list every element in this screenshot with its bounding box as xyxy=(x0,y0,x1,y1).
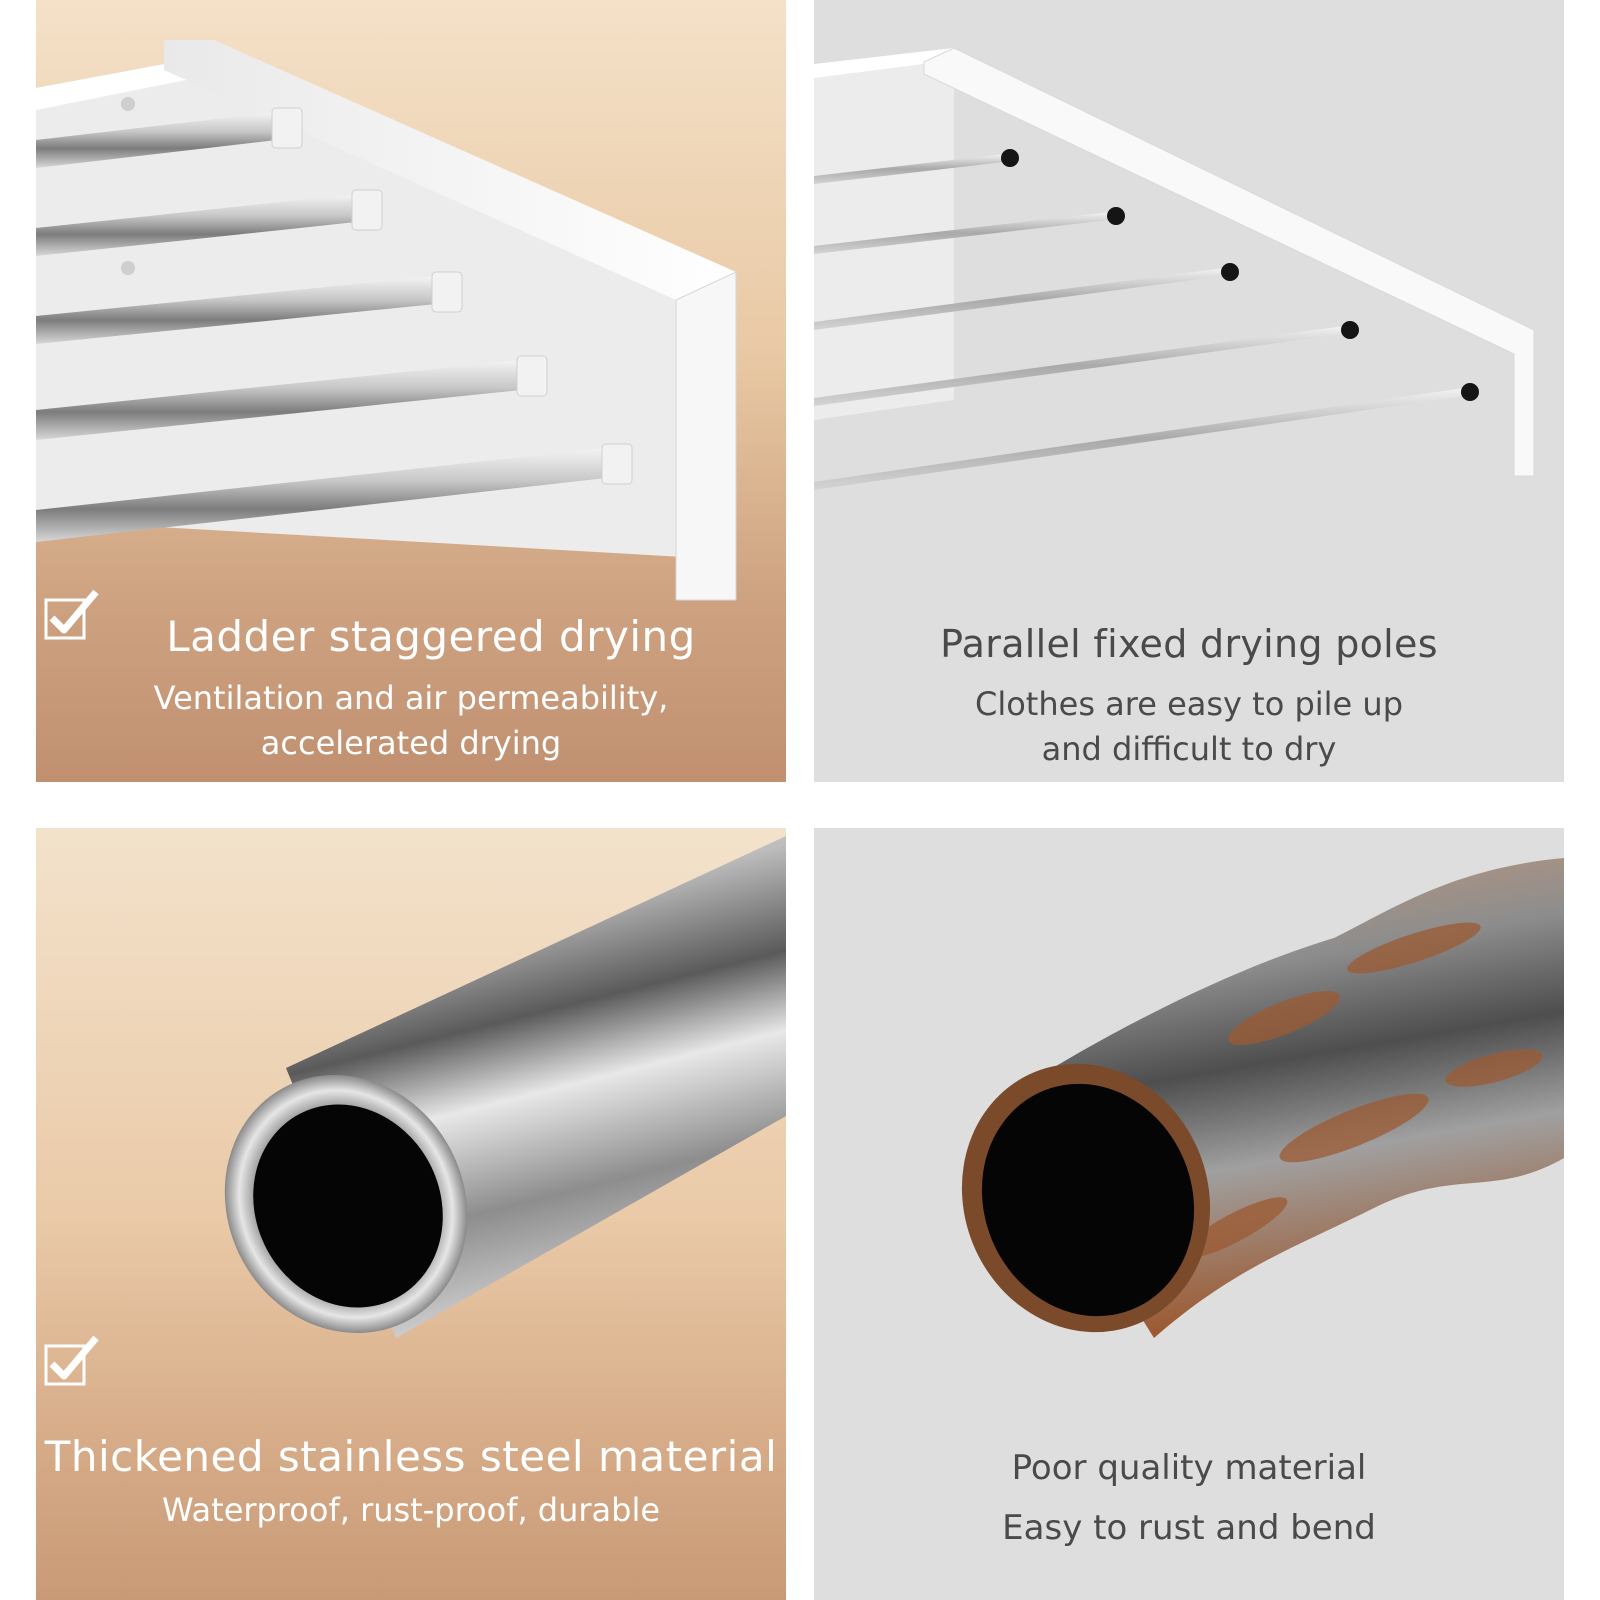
panel-poor-quality: Poor quality material Easy to rust and b… xyxy=(814,828,1564,1600)
checkbox-checked-icon xyxy=(44,589,99,640)
checkbox-checked-icon xyxy=(44,1335,99,1386)
panel-title: Ladder staggered drying xyxy=(166,612,696,661)
ladder-drying-rack-image xyxy=(36,40,737,601)
panel-stainless-steel: Thickened stainless steel material Water… xyxy=(36,828,786,1600)
panel-subtitle-line2: accelerated drying xyxy=(260,724,562,762)
rusty-tube-image xyxy=(961,858,1564,1338)
parallel-drying-rack-image xyxy=(814,47,1535,490)
panel-title: Thickened stainless steel material xyxy=(44,1432,778,1481)
panel-parallel-poles: Parallel fixed drying poles Clothes are … xyxy=(814,0,1564,782)
panel-title: Parallel fixed drying poles xyxy=(940,622,1438,666)
panel-subtitle: Easy to rust and bend xyxy=(1002,1508,1376,1548)
panel-ladder-drying: Ladder staggered drying Ventilation and … xyxy=(36,0,786,782)
panel-subtitle-line2: and difficult to dry xyxy=(1041,730,1337,768)
panel-subtitle-line1: Clothes are easy to pile up xyxy=(974,685,1403,723)
stainless-steel-tube-image xyxy=(224,836,786,1338)
panel-subtitle-line1: Ventilation and air permeability, xyxy=(153,679,669,717)
panel-subtitle: Waterproof, rust-proof, durable xyxy=(161,1491,661,1529)
panel-title: Poor quality material xyxy=(1011,1448,1367,1488)
